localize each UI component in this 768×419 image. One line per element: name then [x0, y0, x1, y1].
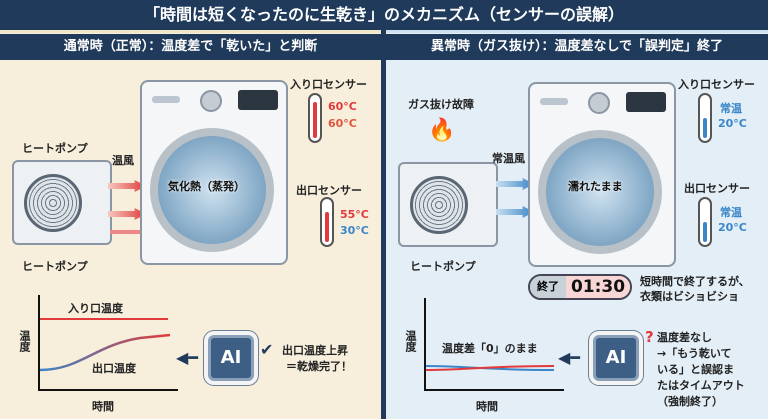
warm-air-arrow-icon: [108, 208, 146, 220]
drum-label: 濡れたまま: [568, 180, 623, 193]
check-icon: ✔: [260, 340, 274, 359]
drum-label: 気化熱（蒸発）: [168, 180, 245, 193]
warm-air-arrow-icon: [108, 180, 146, 192]
room-air-arrow-icon: [496, 206, 534, 218]
washer-dryer: [528, 82, 676, 267]
fan-icon: [24, 174, 82, 232]
inlet-temp-line: [40, 318, 168, 320]
heat-pump-label: ヒートポンプ: [410, 260, 476, 273]
y-axis: [424, 298, 426, 390]
outlet-temp: 常温: [720, 206, 742, 219]
graph-note: 温度差「0」のまま: [442, 342, 538, 355]
heat-pump-label: ヒートポンプ: [22, 142, 88, 155]
ai-chip-icon: AI: [593, 335, 639, 381]
outlet-temp: 55°C: [340, 208, 369, 221]
inlet-temp: 常温: [720, 102, 742, 115]
inlet-temp: 60°C: [328, 100, 357, 113]
fault-label: ガス抜け故障: [408, 98, 474, 111]
timer-value: 01:30: [566, 276, 630, 298]
main-title: 「時間は短くなったのに生乾き」のメカニズム（センサーの誤解）: [0, 0, 768, 30]
timer-display: 終了 01:30: [528, 274, 632, 300]
y-axis-label: 温度: [404, 330, 417, 352]
x-axis: [38, 389, 178, 391]
fire-icon: 🔥: [428, 118, 456, 143]
x-axis-label: 時間: [92, 400, 114, 413]
y-axis: [38, 295, 40, 390]
fan-icon: [410, 176, 468, 234]
ai-result-line: （強制終了）: [657, 395, 723, 408]
ai-result: ＝乾燥完了！: [286, 360, 352, 373]
ai-chip-icon: AI: [208, 335, 254, 381]
outlet-temp: 20°C: [718, 221, 747, 234]
thermometer-icon: [698, 197, 712, 247]
ai-result-line: いる」と誤認ま: [657, 363, 734, 376]
drum-door: [538, 130, 662, 254]
timer-label: 終了: [530, 276, 566, 298]
thermometer-icon: [308, 93, 322, 143]
inlet-sensor-label: 入り口センサー: [290, 78, 367, 91]
warm-air-label: 温風: [112, 154, 134, 167]
thermometer-icon: [320, 197, 334, 247]
outlet-sensor-label: 出口センサー: [684, 182, 750, 195]
heat-pump-unit: [398, 162, 498, 247]
inlet-line-label: 入り口温度: [68, 302, 123, 315]
question-icon: ?: [645, 328, 654, 346]
washer-dryer: [140, 80, 288, 265]
ai-result-line: →「もう乾いて: [657, 347, 732, 360]
ai-result-line: たはタイムアウト: [657, 379, 745, 392]
y-axis-label: 温度: [18, 330, 31, 352]
arrow-left-icon: ◀━: [176, 348, 198, 367]
pipe: [110, 230, 142, 234]
room-air-label: 常温風: [492, 152, 525, 165]
heat-pump-unit: [12, 160, 112, 245]
ai-result-line: 温度差なし: [657, 331, 712, 344]
ai-result: 温度差なし →「もう乾いて いる」と誤認ま たはタイムアウト （強制終了）: [657, 330, 745, 410]
timer-note: 短時間で終了するが、: [640, 275, 750, 288]
room-air-arrow-icon: [496, 178, 534, 190]
inlet-temp: 20°C: [718, 117, 747, 130]
arrow-left-icon: ◀━: [558, 348, 580, 367]
drum-door: [150, 128, 274, 252]
flat-temp-lines: [426, 365, 555, 371]
outlet-temp: 30°C: [340, 224, 369, 237]
normal-header: 通常時（正常）：温度差で「乾いた」と判断: [0, 34, 381, 60]
outlet-sensor-label: 出口センサー: [296, 184, 362, 197]
x-axis: [424, 389, 564, 391]
outlet-temp-curve: [40, 333, 170, 372]
thermometer-icon: [698, 93, 712, 143]
inlet-sensor-label: 入り口センサー: [678, 78, 755, 91]
inlet-temp: 60°C: [328, 117, 357, 130]
x-axis-label: 時間: [476, 400, 498, 413]
ai-result: 出口温度上昇: [282, 344, 348, 357]
timer-note: 衣類はビショビショ: [640, 290, 739, 303]
heat-pump-label-bottom: ヒートポンプ: [22, 260, 88, 273]
abnormal-header: 異常時（ガス抜け）：温度差なしで「誤判定」終了: [386, 34, 768, 60]
outlet-line-label: 出口温度: [92, 362, 136, 375]
